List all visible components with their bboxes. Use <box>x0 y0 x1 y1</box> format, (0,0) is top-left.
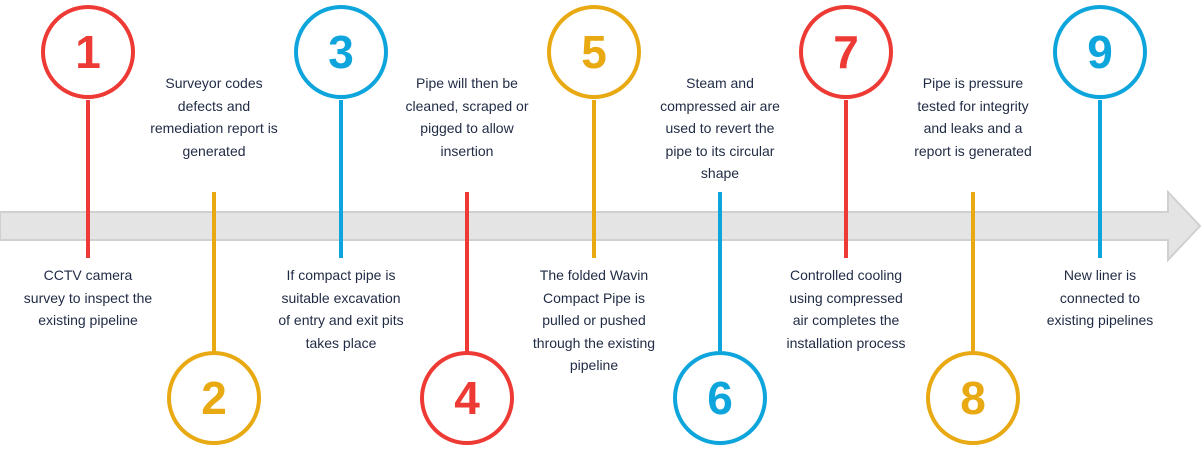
step-1-circle: 1 <box>41 5 135 99</box>
step-8-description: Pipe is pressure tested for integrity an… <box>914 75 1032 159</box>
step-2-description: Surveyor codes defects and remediation r… <box>150 75 278 159</box>
step-4-connector <box>465 192 469 352</box>
step-7-circle: 7 <box>799 5 893 99</box>
step-9-description: New liner is connected to existing pipel… <box>1046 267 1154 328</box>
step-6-description: Steam and compressed air are used to rev… <box>660 75 780 181</box>
step-5-circle: 5 <box>547 5 641 99</box>
step-1-connector <box>86 100 90 258</box>
step-2-connector <box>212 192 216 352</box>
step-1-description: CCTV camera survey to inspect the existi… <box>23 267 153 328</box>
step-4-description: Pipe will then be cleaned, scraped or pi… <box>405 75 529 159</box>
step-6-circle: 6 <box>673 351 767 445</box>
step-5-description: The folded Wavin Compact Pipe is pulled … <box>532 267 656 373</box>
step-6-connector <box>718 192 722 352</box>
step-3-connector <box>339 100 343 258</box>
step-8-circle: 8 <box>926 351 1020 445</box>
step-7-connector <box>844 100 848 258</box>
step-2-circle: 2 <box>167 351 261 445</box>
step-9-connector <box>1098 100 1102 258</box>
step-4-circle: 4 <box>420 351 514 445</box>
step-3-circle: 3 <box>294 5 388 99</box>
step-7-description: Controlled cooling using compressed air … <box>786 267 906 351</box>
step-9-circle: 9 <box>1053 5 1147 99</box>
step-3-description: If compact pipe is suitable excavation o… <box>278 267 404 351</box>
step-5-connector <box>592 100 596 258</box>
step-8-connector <box>971 192 975 352</box>
